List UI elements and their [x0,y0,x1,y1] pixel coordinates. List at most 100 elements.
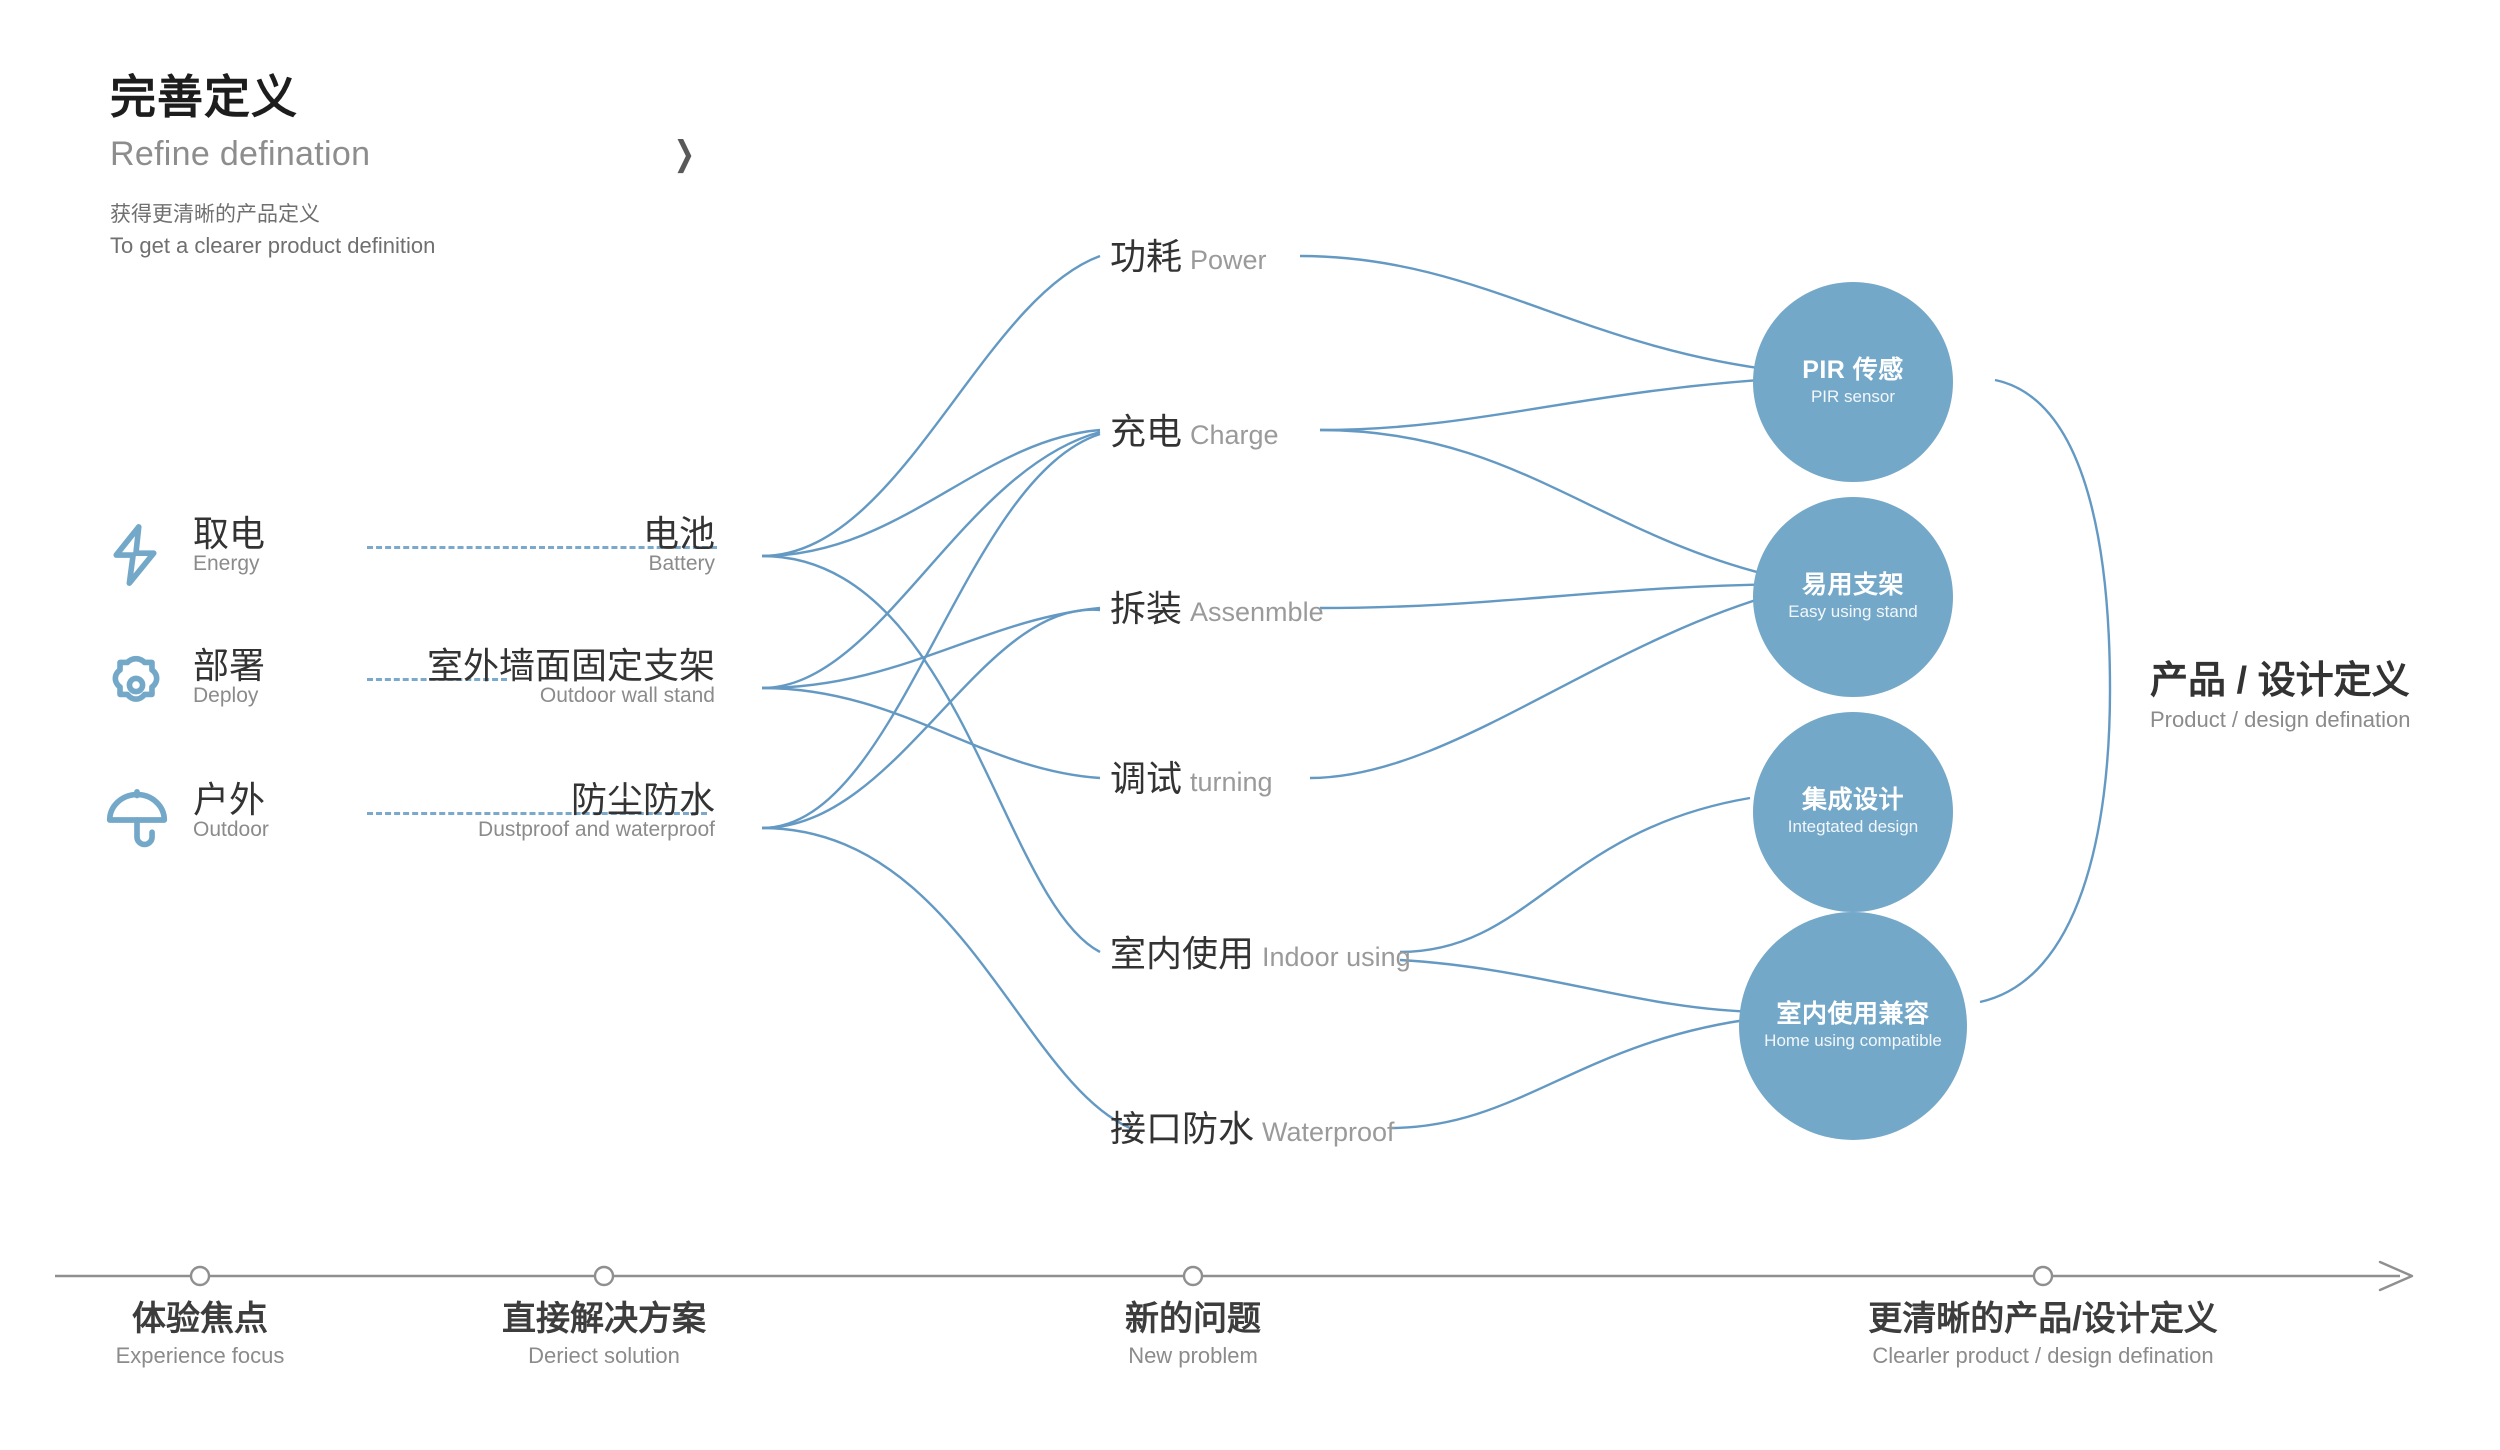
bracket-top [1994,378,2112,691]
experience-row-outdoor: 户外 Outdoor 防尘防水 Dustproof and waterproof [105,780,755,876]
page-title: 完善定义 [110,71,298,123]
link-waterproof-charge [761,432,1101,830]
problem-zh: 室内使用 [1110,933,1255,974]
timeline-stage-clearer-definition: 更清晰的产品/设计定义 Clearler product / design de… [1868,1300,2217,1369]
header-block: 完善定义 Refine defination ❯ [110,72,910,174]
outcome-circle-home-compatible[interactable]: 室内使用兼容 Home using compatible [1739,912,1967,1140]
problem-zh: 接口防水 [1110,1108,1255,1149]
experience-label-energy: 取电 Energy [193,514,265,576]
solution-zh: 电池 [642,513,715,554]
dashed-connector-energy [367,546,717,549]
link-assemble-stand [1319,582,1791,610]
timeline-stage-zh: 直接解决方案 [502,1300,706,1338]
link-charge-pir [1319,376,1791,432]
timeline-stage-direct-solution: 直接解决方案 Deriect solution [502,1300,706,1369]
experience-row-energy: 取电 Energy 电池 Battery [105,514,755,610]
problem-en: Power [1190,245,1267,275]
link-stand-charge [761,430,1101,690]
experience-zh: 部署 [193,645,266,686]
outcome-en: PIR sensor [1810,387,1896,407]
link-charge-stand [1319,428,1791,582]
problem-en: Charge [1190,420,1279,450]
outcome-circle-easy-stand[interactable]: 易用支架 Easy using stand [1753,497,1953,697]
problem-en: Assenmble [1190,597,1324,627]
outcome-summary-en: Product / design defination [2150,706,2411,732]
gear-icon [105,654,171,724]
dashed-connector-deploy [367,678,507,681]
chevron-right-icon[interactable]: ❯ [673,135,696,174]
solution-zh: 防尘防水 [570,779,715,820]
timeline: 体验焦点 Experience focus 直接解决方案 Deriect sol… [0,1240,2500,1450]
timeline-stage-experience-focus: 体验焦点 Experience focus [116,1300,285,1369]
solution-en: Outdoor wall stand [539,683,715,707]
problem-en: Waterproof [1262,1117,1395,1147]
link-battery-charge [761,428,1101,558]
timeline-node-2 [593,1265,615,1287]
timeline-stage-zh: 新的问题 [1125,1300,1261,1338]
page-subtitle: Refine defination [110,134,371,173]
problem-en: turning [1190,767,1273,797]
outcome-en: Integtated design [1787,817,1919,837]
experience-label-outdoor: 户外 Outdoor [193,780,269,842]
experience-label-deploy: 部署 Deploy [193,646,265,708]
dashed-connector-outdoor [367,812,707,815]
outcome-summary-zh: 产品 / 设计定义 [2150,660,2410,702]
outcome-en: Easy using stand [1788,602,1918,622]
timeline-stage-en: New problem [1128,1343,1258,1369]
timeline-stage-en: Deriect solution [528,1343,680,1369]
experience-en: Energy [193,551,260,575]
timeline-stage-en: Experience focus [115,1343,285,1369]
link-waterproofport-home [1389,1016,1761,1130]
page-subtitle-row: Refine defination ❯ [110,135,910,174]
outcome-zh: PIR 传感 [1802,356,1904,385]
link-stand-assemble [761,606,1101,690]
outcome-zh: 集成设计 [1801,786,1904,815]
link-waterproof-interface [761,826,1131,1130]
timeline-node-3 [1182,1265,1204,1287]
experience-row-deploy: 部署 Deploy 室外墙面固定支架 Outdoor wall stand [105,646,755,742]
umbrella-icon [105,788,171,858]
outcome-zh: 易用支架 [1801,571,1904,600]
link-stand-turning [761,686,1101,780]
outcome-en: Home using compatible [1764,1031,1942,1051]
solution-zh: 室外墙面固定支架 [426,645,715,686]
timeline-stage-zh: 体验焦点 [131,1300,268,1338]
timeline-stage-new-problem: 新的问题 New problem [1125,1300,1261,1369]
timeline-node-4 [2032,1265,2054,1287]
solution-label-dustproof: 防尘防水 Dustproof and waterproof [478,780,715,842]
problem-zh: 功耗 [1110,236,1183,277]
solution-en: Dustproof and waterproof [478,817,715,841]
outcome-circle-pir-sensor[interactable]: PIR 传感 PIR sensor [1753,282,1953,482]
timeline-arrow-head [2378,1260,2414,1292]
link-indoor-home [1399,958,1761,1014]
link-indoor-integrated [1399,796,1751,954]
timeline-node-1 [189,1265,211,1287]
problem-zh: 调试 [1110,758,1183,799]
solution-label-battery: 电池 Battery [643,514,715,576]
header-note: 获得更清晰的产品定义 To get a clearer product defi… [110,200,435,261]
link-turning-stand [1309,588,1791,780]
experience-en: Deploy [193,683,259,707]
link-waterproof-assemble [761,608,1101,830]
problem-en: Indoor using [1262,942,1411,972]
header-note-zh: 获得更清晰的产品定义 [110,203,320,226]
experience-en: Outdoor [193,817,269,841]
link-battery-power [761,254,1101,558]
problem-zh: 拆装 [1110,588,1183,629]
header-note-en: To get a clearer product definition [110,232,436,258]
outcome-zh: 室内使用兼容 [1776,1000,1930,1029]
timeline-stage-en: Clearler product / design defination [1872,1343,2214,1369]
problem-zh: 充电 [1110,411,1183,452]
experience-zh: 取电 [193,513,266,554]
link-battery-indoor [761,554,1101,954]
outcome-circle-integrated-design[interactable]: 集成设计 Integtated design [1753,712,1953,912]
experience-zh: 户外 [193,779,266,820]
outcome-summary-label: 产品 / 设计定义 Product / design defination [2150,660,2411,733]
bracket-bottom [1979,689,2112,1004]
timeline-stage-zh: 更清晰的产品/设计定义 [1868,1300,2218,1338]
